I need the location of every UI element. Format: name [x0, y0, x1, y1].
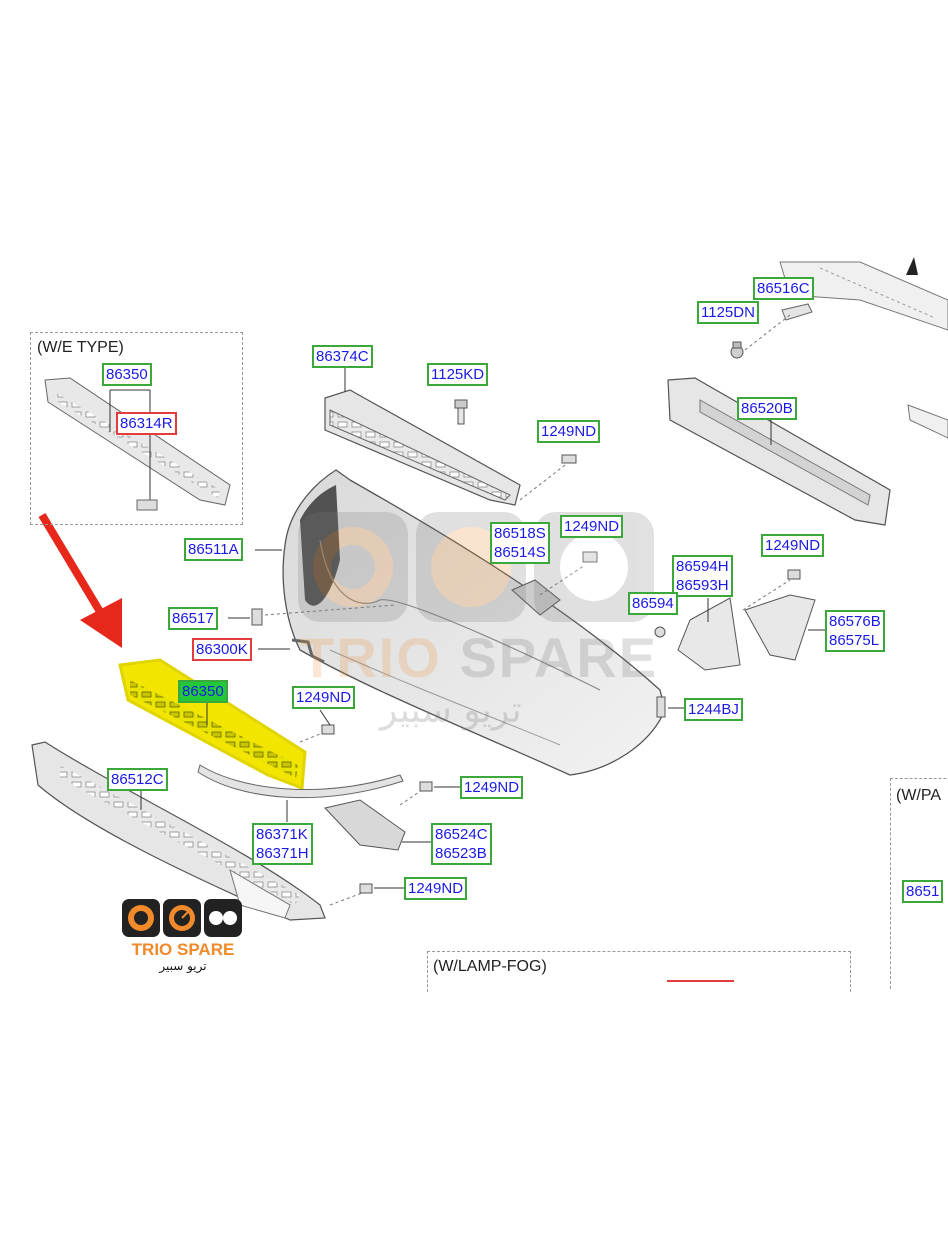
hood-strip: [779, 257, 948, 439]
lamp-fog-box: [427, 951, 851, 992]
part-label-86512c[interactable]: 86512C: [107, 768, 168, 791]
bolt-1249nd-top: [519, 454, 577, 501]
fog-cover: [324, 799, 432, 851]
watermark-text: TRIO SPARE: [300, 625, 658, 690]
part-label-86350-inset[interactable]: 86350: [102, 363, 152, 386]
bolt-1244bj: [656, 696, 684, 718]
logo-arabic: تريو سبير: [159, 959, 207, 973]
part-label-86523b[interactable]: 86523B: [435, 845, 487, 862]
lower-covers: [654, 569, 825, 671]
bolt-1125kd: [454, 399, 468, 425]
part-label-86371h[interactable]: 86371H: [256, 845, 309, 862]
part-label-86511a[interactable]: 86511A: [184, 538, 243, 561]
part-label-86300k[interactable]: 86300K: [192, 638, 252, 661]
we-type-note: (W/E TYPE): [37, 339, 124, 356]
part-label-86518s[interactable]: 86518S: [494, 525, 546, 542]
watermark-arabic: تريو سبير: [380, 690, 522, 731]
part-label-86516c[interactable]: 86516C: [753, 277, 814, 300]
part-label-86576b-86575l[interactable]: 86576B 86575L: [825, 610, 885, 652]
part-label-1249nd-b[interactable]: 1249ND: [560, 515, 624, 538]
sensor-bracket: [511, 551, 598, 616]
part-label-86524c-86523b[interactable]: 86524C 86523B: [431, 823, 492, 865]
tow-hook-parts: [228, 604, 396, 664]
upper-beam: [324, 365, 521, 506]
part-label-86594h[interactable]: 86594H: [676, 558, 729, 575]
part-label-86575l[interactable]: 86575L: [829, 632, 880, 649]
part-label-86524c[interactable]: 86524C: [435, 826, 488, 843]
w-pa-note: (W/PA: [896, 787, 942, 804]
part-label-1249nd-c[interactable]: 1249ND: [761, 534, 825, 557]
bracket-86516c: [730, 303, 813, 359]
part-label-8651x[interactable]: 8651: [902, 880, 944, 903]
trim-strip: [197, 764, 404, 822]
part-label-86594h-86593h[interactable]: 86594H 86593H: [672, 555, 733, 597]
part-label-86350-highlighted[interactable]: 86350: [178, 680, 228, 703]
part-label-86371k[interactable]: 86371K: [256, 826, 308, 843]
lamp-fog-note: (W/LAMP-FOG): [433, 958, 547, 975]
we-type-box: [30, 332, 243, 525]
part-label-86374c[interactable]: 86374C: [312, 345, 373, 368]
part-label-1125kd[interactable]: 1125KD: [427, 363, 489, 386]
part-label-1249nd-a[interactable]: 1249ND: [537, 420, 601, 443]
part-label-1249nd-e[interactable]: 1249ND: [460, 776, 524, 799]
part-label-1249nd-f[interactable]: 1249ND: [404, 877, 468, 900]
part-label-86518s-86514s[interactable]: 86518S 86514S: [490, 522, 550, 564]
part-label-1125dn[interactable]: 1125DN: [697, 301, 759, 324]
highlighted-grille: [118, 658, 307, 791]
red-arrow: [38, 512, 122, 648]
part-label-86520b[interactable]: 86520B: [737, 397, 797, 420]
part-label-86576b[interactable]: 86576B: [829, 613, 881, 630]
part-label-86314r[interactable]: 86314R: [116, 412, 177, 435]
part-label-1249nd-d[interactable]: 1249ND: [292, 686, 356, 709]
part-label-86593h[interactable]: 86593H: [676, 577, 729, 594]
brand-logo: [122, 899, 242, 937]
absorber-86520b: [667, 377, 891, 526]
w-pa-box: [890, 778, 948, 989]
inset-grille: [44, 377, 231, 511]
logo-title: TRIO SPARE: [131, 940, 235, 959]
part-label-86514s[interactable]: 86514S: [494, 544, 546, 561]
watermark-trio: TRIO: [300, 626, 442, 689]
bolt-1249nd-mid: [299, 709, 460, 806]
front-bumper: [255, 469, 666, 776]
part-label-86371k-86371h[interactable]: 86371K 86371H: [252, 823, 313, 865]
part-label-86594[interactable]: 86594: [628, 592, 678, 615]
part-label-1244bj[interactable]: 1244BJ: [684, 698, 743, 721]
watermark-spare: SPARE: [459, 626, 659, 689]
part-label-86517[interactable]: 86517: [168, 607, 218, 630]
